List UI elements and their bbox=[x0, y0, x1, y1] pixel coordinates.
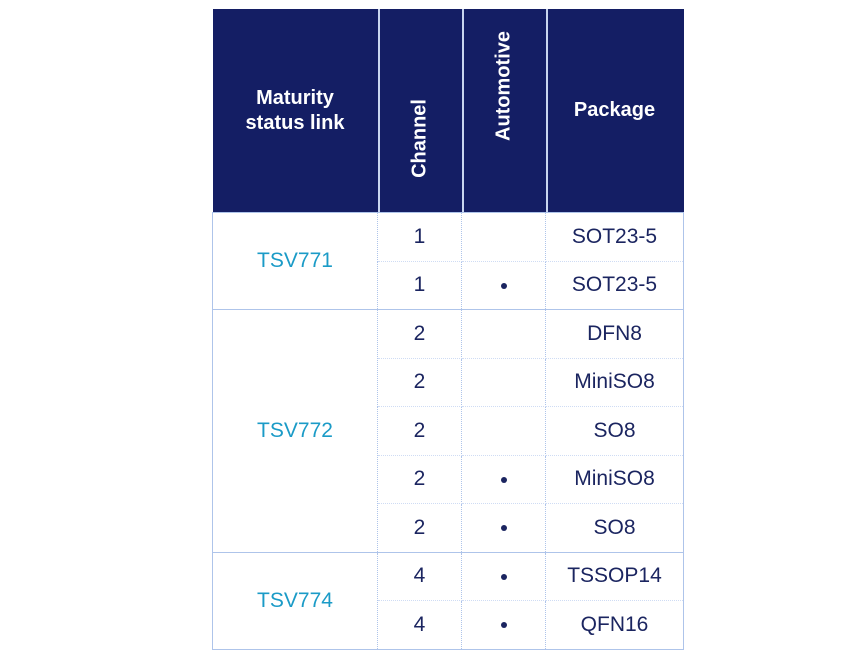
cell-automotive bbox=[461, 260, 546, 310]
cell-package: SO8 bbox=[545, 503, 684, 553]
cell-channel: 1 bbox=[377, 212, 462, 262]
table-row: 2 MiniSO8 bbox=[213, 357, 684, 407]
cell-channel: 2 bbox=[377, 503, 462, 553]
header-maturity-line2: status link bbox=[245, 111, 345, 134]
table-row: 2 SO8 bbox=[213, 503, 684, 553]
column-header-maturity-status-link: Maturity status link bbox=[212, 9, 378, 213]
cell-package: SOT23-5 bbox=[545, 260, 684, 310]
column-header-package: Package bbox=[545, 9, 684, 213]
cell-package: MiniSO8 bbox=[545, 454, 684, 504]
table-row: 4 QFN16 bbox=[213, 600, 684, 650]
cell-package: SO8 bbox=[545, 406, 684, 456]
cell-automotive bbox=[461, 406, 546, 456]
table-row: 1 SOT23-5 bbox=[213, 260, 684, 310]
cell-automotive bbox=[461, 454, 546, 504]
column-header-channel: Channel bbox=[377, 9, 462, 213]
cell-channel: 2 bbox=[377, 357, 462, 407]
automotive-bullet-icon bbox=[500, 282, 507, 289]
cell-channel: 1 bbox=[377, 260, 462, 310]
automotive-bullet-icon bbox=[500, 622, 507, 629]
table-row: 2 SO8 bbox=[213, 406, 684, 456]
header-row: Maturity status link Channel Automotive … bbox=[212, 9, 684, 213]
cell-package: SOT23-5 bbox=[545, 212, 684, 262]
header-package-label: Package bbox=[573, 99, 656, 121]
cell-package: QFN16 bbox=[545, 600, 684, 650]
cell-automotive bbox=[461, 503, 546, 553]
product-selector-table: Maturity status link Channel Automotive … bbox=[212, 9, 684, 650]
cell-package: TSSOP14 bbox=[545, 551, 684, 601]
automotive-bullet-icon bbox=[500, 525, 507, 532]
cell-package: DFN8 bbox=[545, 309, 684, 359]
maturity-status-link[interactable]: TSV774 bbox=[212, 551, 378, 650]
maturity-status-link[interactable]: TSV772 bbox=[212, 309, 378, 553]
cell-automotive bbox=[461, 212, 546, 262]
header-maturity-line1: Maturity bbox=[256, 86, 334, 109]
table-row: 2 MiniSO8 bbox=[213, 454, 684, 504]
cell-automotive bbox=[461, 600, 546, 650]
cell-channel: 2 bbox=[377, 309, 462, 359]
cell-channel: 2 bbox=[377, 406, 462, 456]
automotive-bullet-icon bbox=[500, 573, 507, 580]
cell-automotive bbox=[461, 309, 546, 359]
cell-automotive bbox=[461, 551, 546, 601]
column-header-automotive: Automotive bbox=[461, 9, 546, 213]
cell-channel: 4 bbox=[377, 551, 462, 601]
header-channel-label: Channel bbox=[408, 99, 430, 178]
automotive-bullet-icon bbox=[500, 476, 507, 483]
cell-package: MiniSO8 bbox=[545, 357, 684, 407]
cell-channel: 2 bbox=[377, 454, 462, 504]
table-header: Maturity status link Channel Automotive … bbox=[212, 9, 684, 213]
cell-automotive bbox=[461, 357, 546, 407]
cell-channel: 4 bbox=[377, 600, 462, 650]
maturity-status-link[interactable]: TSV771 bbox=[212, 212, 378, 310]
header-automotive-label: Automotive bbox=[492, 31, 514, 141]
